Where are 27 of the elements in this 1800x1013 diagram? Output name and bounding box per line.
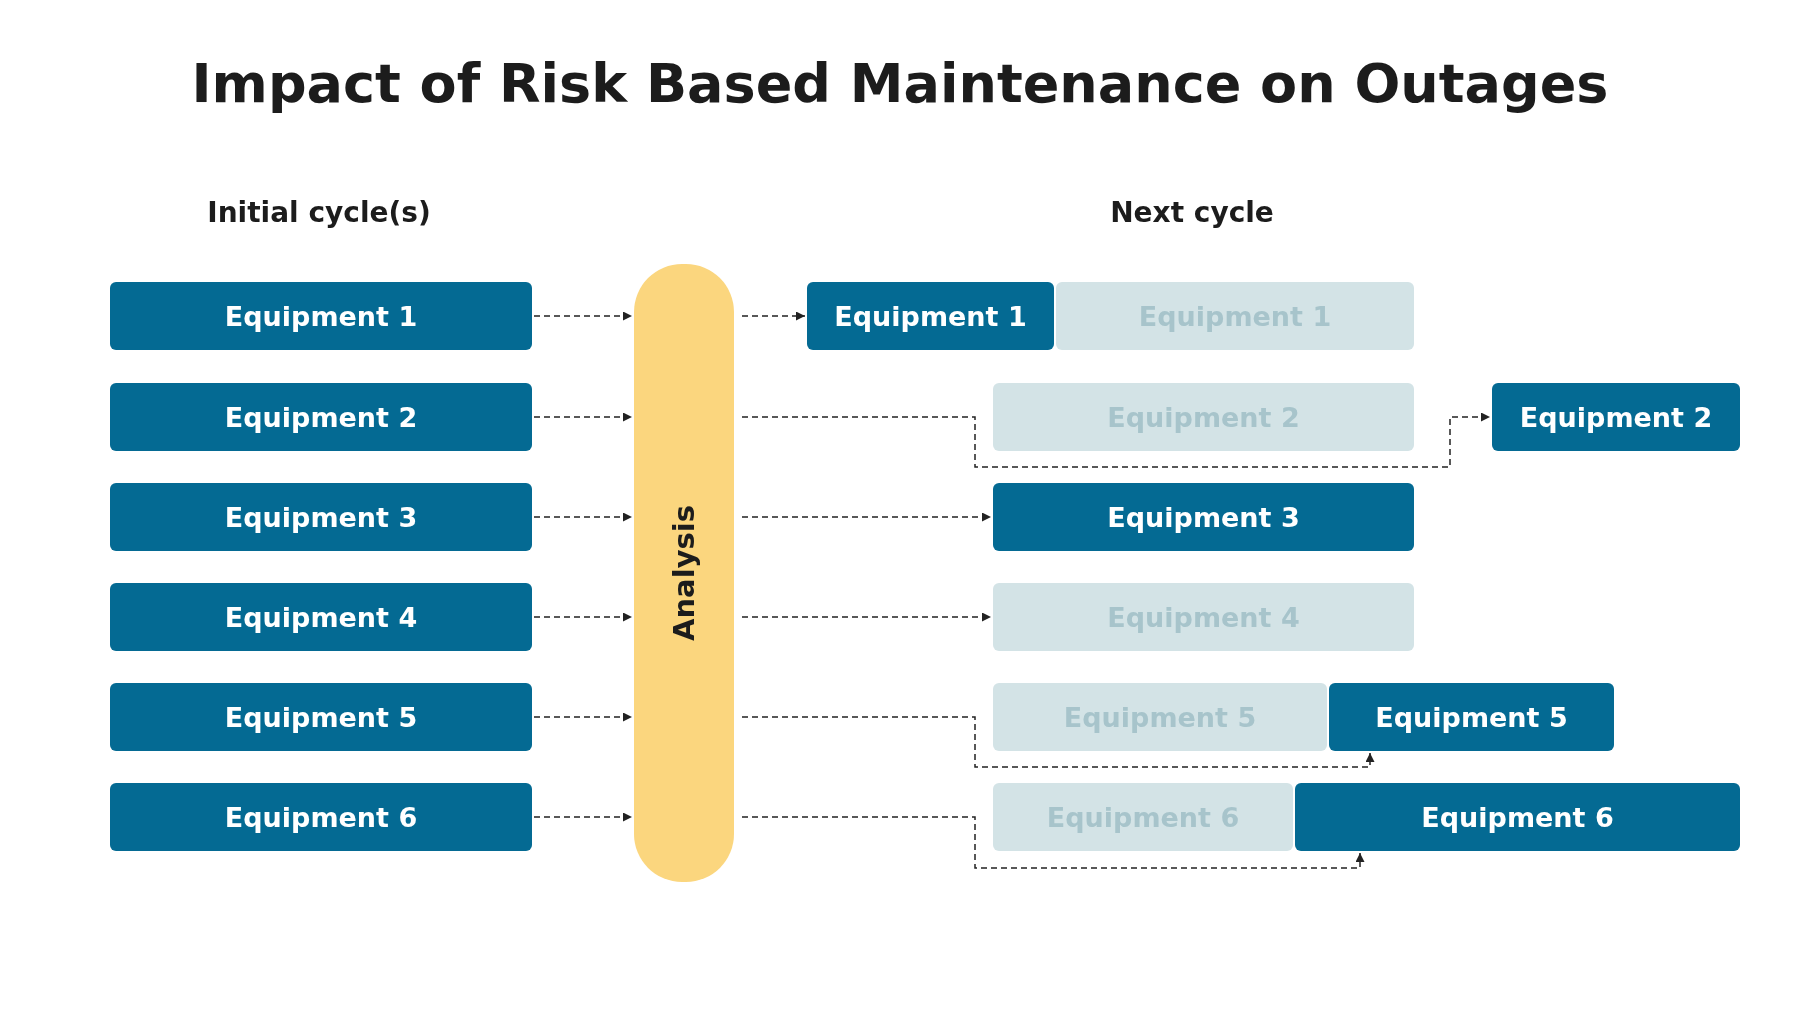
dashed-arrow	[533, 812, 633, 822]
dashed-arrow	[741, 311, 806, 321]
equipment-bar: Equipment 5	[110, 683, 532, 751]
dashed-arrow	[533, 512, 633, 522]
equipment-bar: Equipment 5	[1329, 683, 1614, 751]
dashed-arrow	[741, 612, 992, 622]
equipment-bar: Equipment 1	[110, 282, 532, 350]
equipment-bar: Equipment 6	[1295, 783, 1740, 851]
column-heading: Next cycle	[1110, 196, 1274, 229]
equipment-bar: Equipment 3	[110, 483, 532, 551]
equipment-bar: Equipment 4	[110, 583, 532, 651]
dashed-arrow	[533, 311, 633, 321]
dashed-arrow	[741, 412, 1491, 468]
equipment-bar: Equipment 2	[1492, 383, 1740, 451]
dashed-arrow	[741, 512, 992, 522]
equipment-bar: Equipment 2	[110, 383, 532, 451]
dashed-arrow	[533, 712, 633, 722]
column-heading: Initial cycle(s)	[207, 196, 431, 229]
equipment-bar: Equipment 3	[993, 483, 1414, 551]
dashed-arrow	[533, 412, 633, 422]
dashed-arrow	[741, 816, 1365, 869]
equipment-bar: Equipment 1	[807, 282, 1054, 350]
title: Impact of Risk Based Maintenance on Outages	[190, 52, 1610, 115]
dashed-arrow	[533, 612, 633, 622]
bar-label: Analysis	[667, 505, 701, 641]
equipment-bar: Equipment 6	[110, 783, 532, 851]
dashed-arrow	[741, 716, 1375, 768]
